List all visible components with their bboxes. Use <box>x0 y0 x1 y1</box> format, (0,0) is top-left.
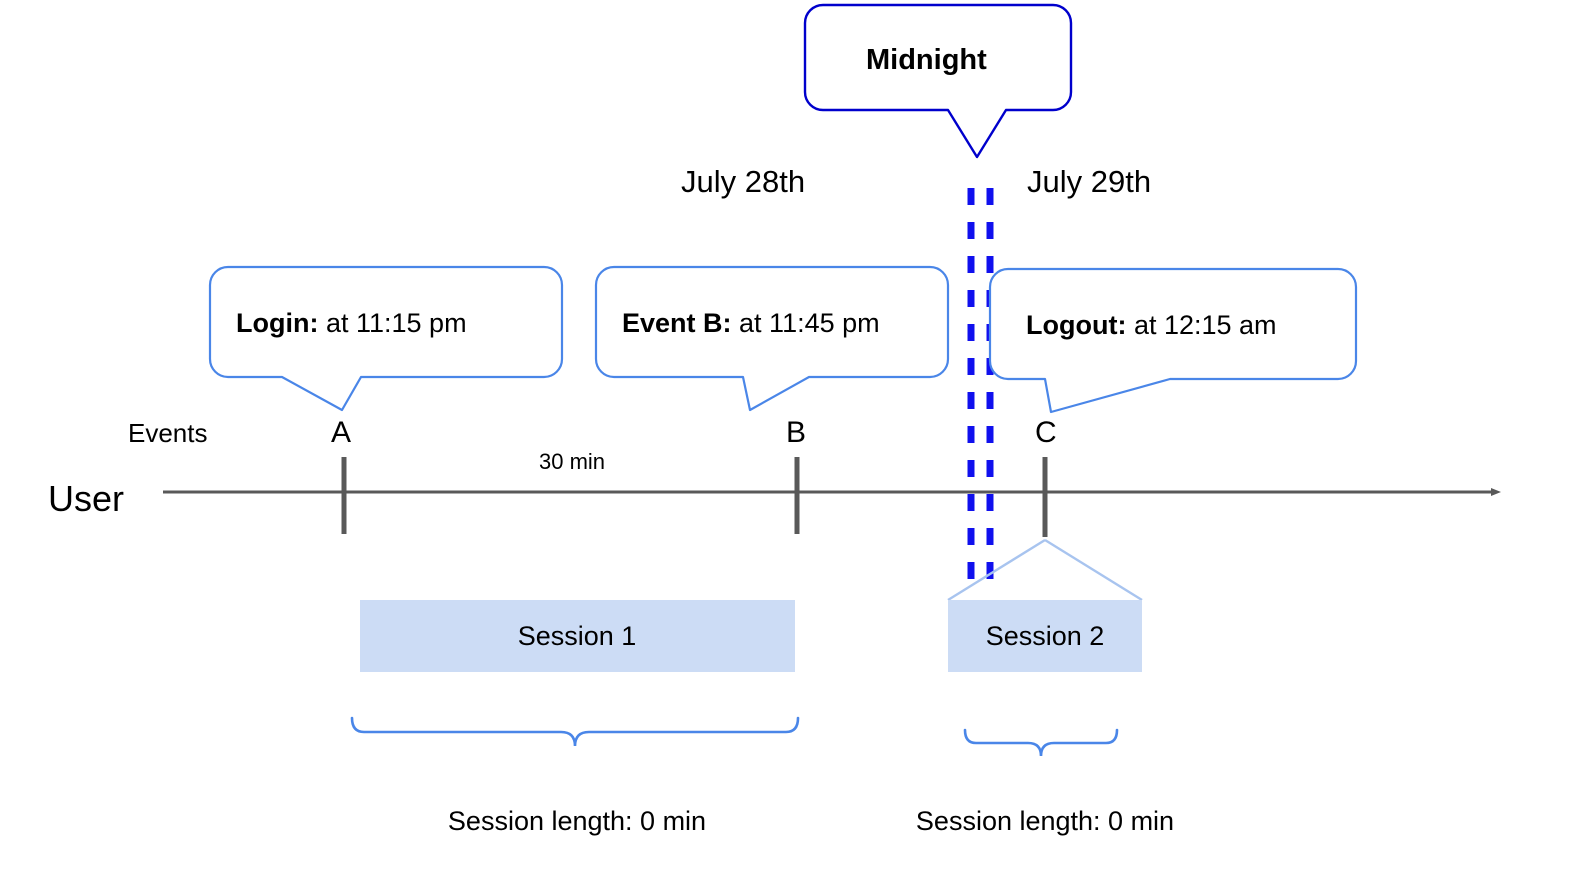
duration-label-30min: 30 min <box>539 449 605 474</box>
event-callout-a: Login: at 11:15 pm <box>208 265 564 412</box>
event-letter-a: A <box>331 416 351 449</box>
midnight-callout-bubble <box>803 3 1073 159</box>
session-2-brace <box>963 728 1119 757</box>
date-label-left: July 28th <box>681 164 805 199</box>
midnight-divider <box>967 188 994 590</box>
session-1-length-label: Session length: 0 min <box>448 806 706 836</box>
session-2-length-label: Session length: 0 min <box>916 806 1174 836</box>
event-callout-c-bold: Logout: <box>1026 310 1126 340</box>
session-2-brace-path <box>963 728 1119 757</box>
date-label-right: July 29th <box>1027 164 1151 199</box>
session-1-brace-path <box>350 716 800 747</box>
session-2-label: Session 2 <box>986 621 1105 651</box>
user-row-label: User <box>48 478 124 519</box>
midnight-callout-label: Midnight <box>866 44 987 76</box>
event-letter-c: C <box>1035 416 1057 449</box>
events-row-label: Events <box>128 418 208 448</box>
event-callout-a-rest: at 11:15 pm <box>318 308 466 338</box>
event-letter-b: B <box>786 416 806 449</box>
event-callout-b-rest: at 11:45 pm <box>732 308 880 338</box>
event-callout-a-text: Login: at 11:15 pm <box>236 308 467 338</box>
event-callout-c: Logout: at 12:15 am <box>988 267 1358 414</box>
session-2-leader-right <box>1044 538 1143 602</box>
event-callout-c-rest: at 12:15 am <box>1126 310 1276 340</box>
event-callout-b-bold: Event B: <box>622 308 732 338</box>
session-2-leader-left <box>947 538 1046 602</box>
event-callout-a-bubble <box>208 265 564 412</box>
event-callout-c-bubble <box>988 267 1358 414</box>
session-2-rect <box>948 600 1142 672</box>
timeline-axis <box>163 457 1501 537</box>
session-1-label: Session 1 <box>518 621 637 651</box>
event-callout-b-bubble <box>594 265 950 412</box>
event-callout-c-text: Logout: at 12:15 am <box>1026 310 1277 340</box>
session-1-rect <box>360 600 795 672</box>
session-2-leader-lines <box>947 538 1143 602</box>
session-1-box: Session 1 <box>360 600 795 672</box>
event-callout-a-bold: Login: <box>236 308 318 338</box>
event-callout-b-text: Event B: at 11:45 pm <box>622 308 880 338</box>
session-2-box: Session 2 <box>948 600 1142 672</box>
event-callout-b: Event B: at 11:45 pm <box>594 265 950 412</box>
midnight-callout: Midnight <box>803 3 1073 159</box>
session-1-brace <box>350 716 800 747</box>
